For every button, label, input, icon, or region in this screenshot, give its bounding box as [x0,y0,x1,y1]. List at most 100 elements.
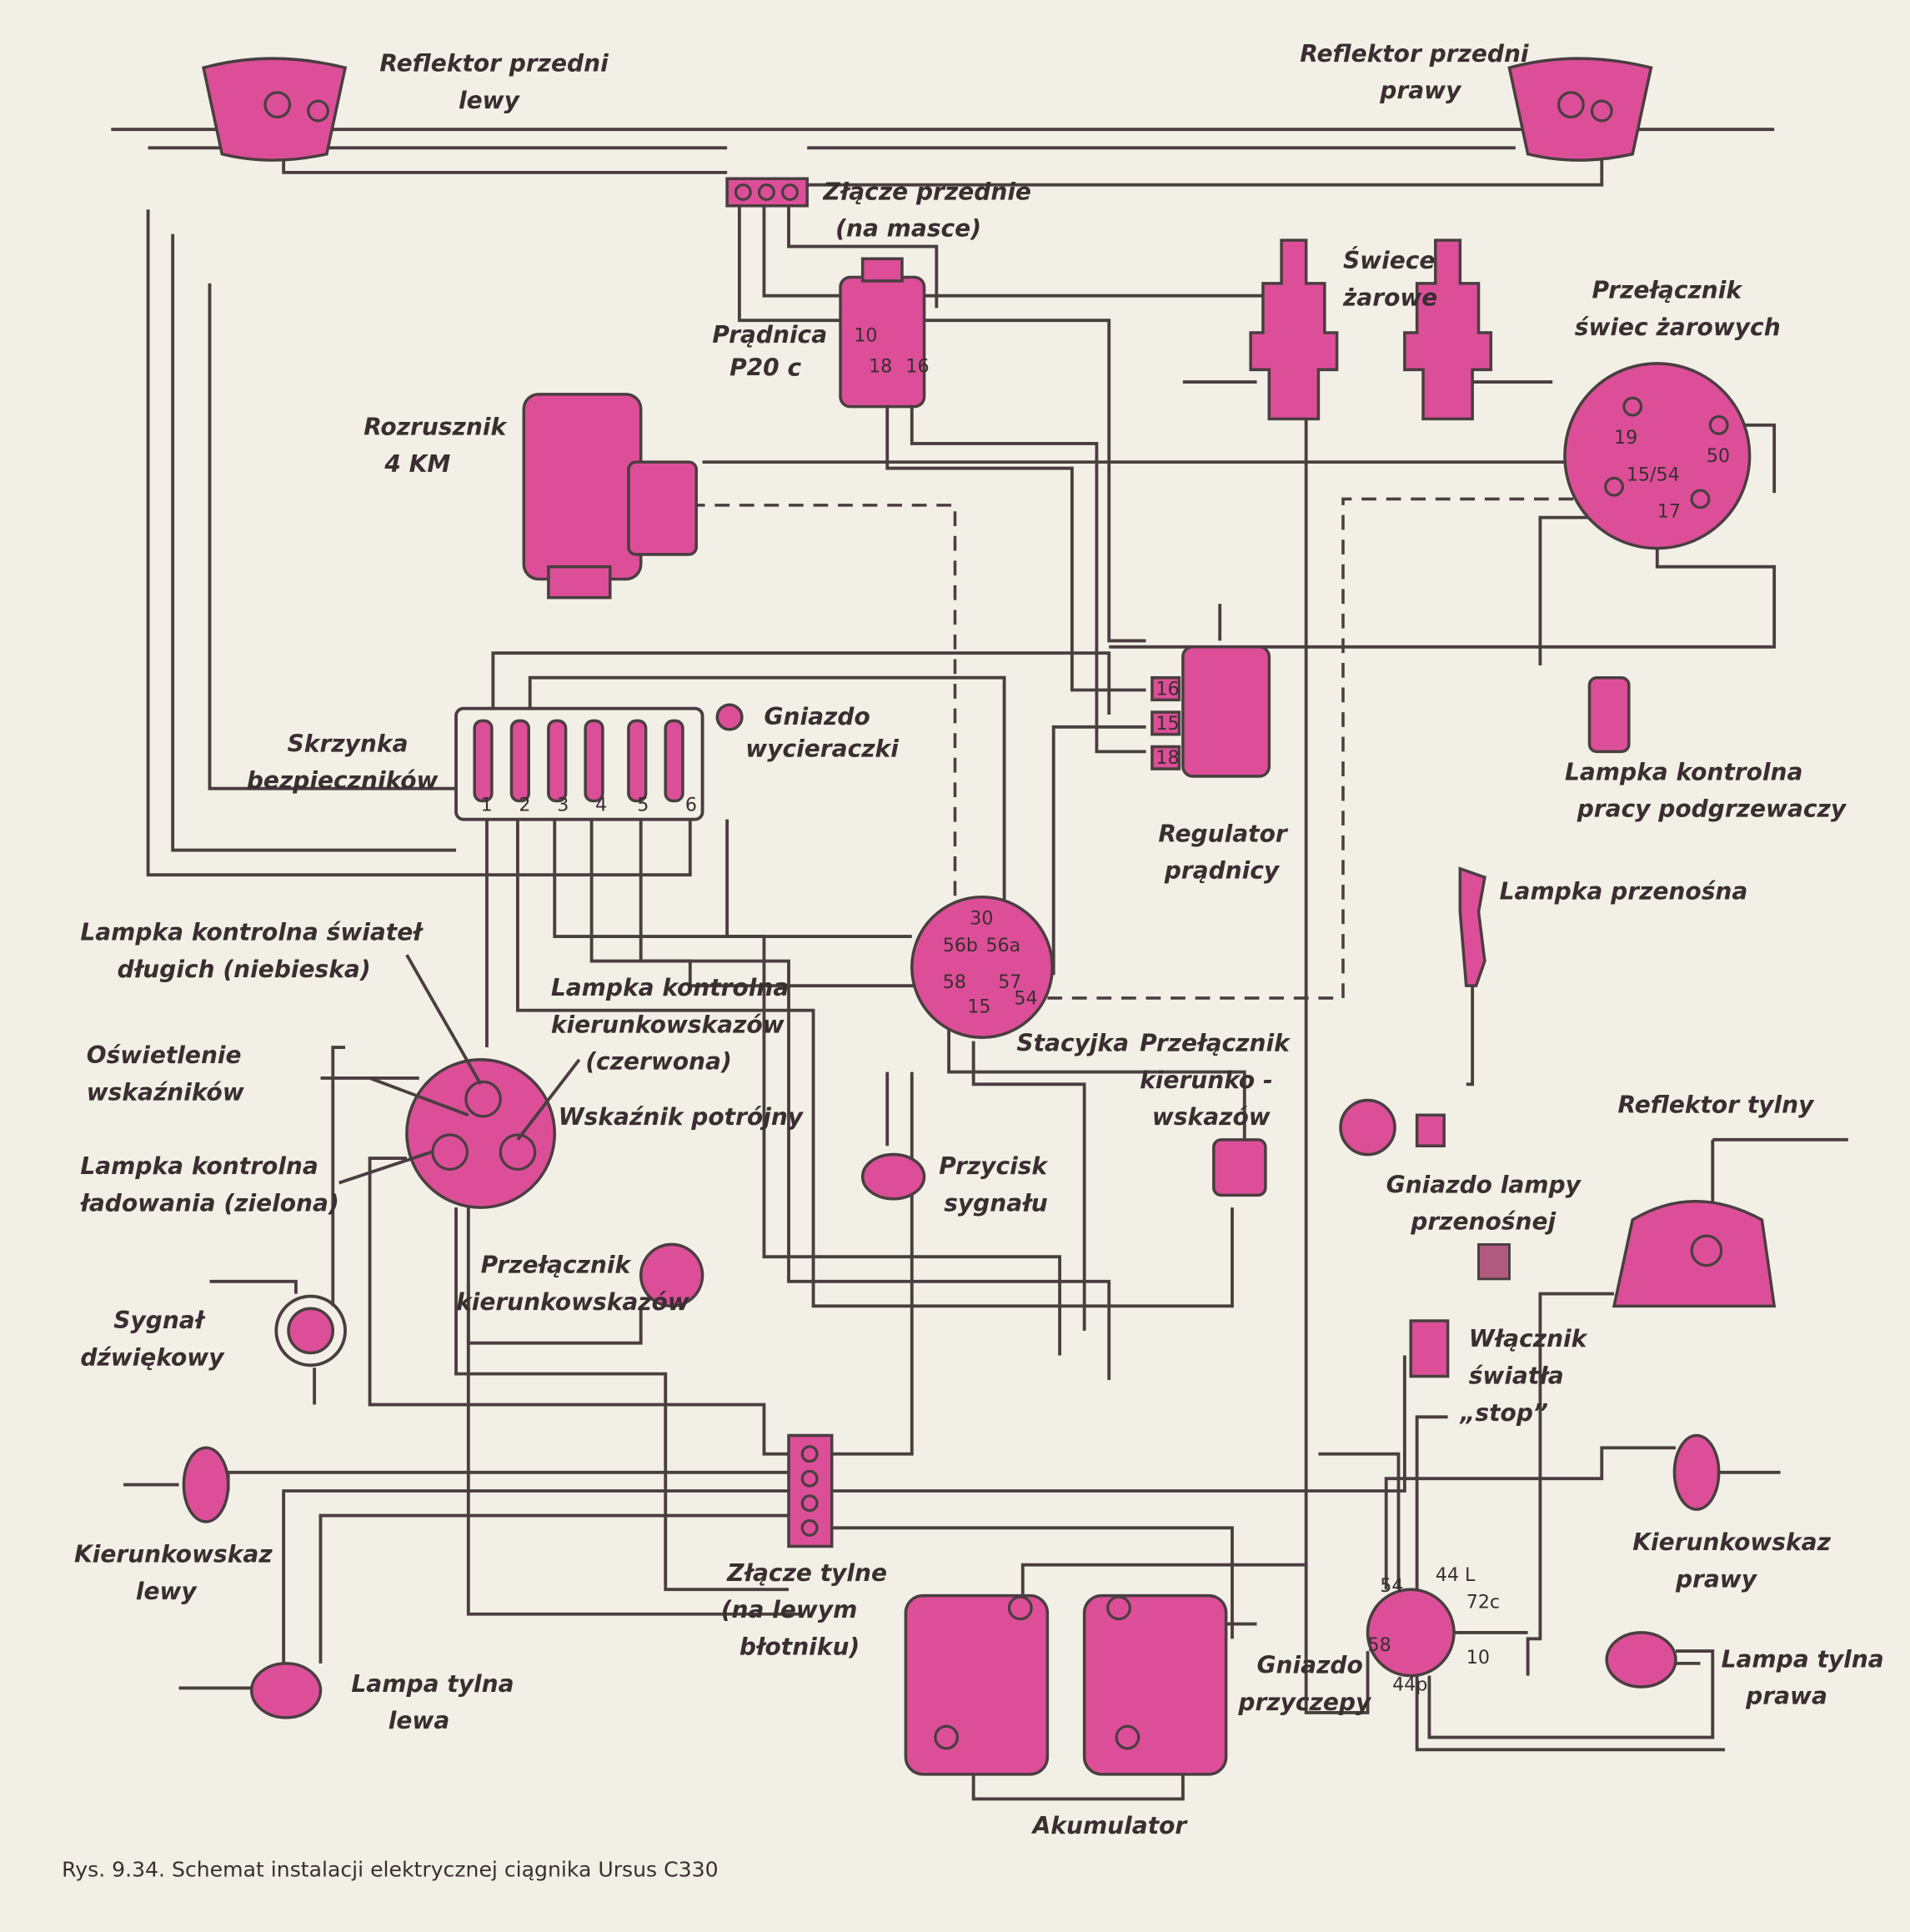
front-connector-label-1: Złącze przednie [822,178,1031,205]
ignition-label: Stacyjka [1016,1029,1129,1056]
trailer-socket: 54 44 L 72c 58 10 44p [1366,1564,1500,1695]
rear-headlight-label: Reflektor tylny [1617,1091,1815,1118]
portable-socket-label-2: przenośnej [1410,1208,1556,1236]
glow-plug-switch: 19 50 15/54 17 [1563,362,1752,550]
terminal-44l: 44 L [1436,1564,1476,1586]
high-beam-lamp-label-1: Lampka kontrolna świateł [80,918,424,946]
terminal-57: 57 [998,971,1021,993]
indicator-lamp-label-1: Lampka kontrolna [551,974,790,1001]
glow-switch-label-2: świec żarowych [1575,314,1781,341]
figure-caption: Rys. 9.34. Schemat instalacji elektryczn… [62,1858,718,1882]
brake-pedal [1477,1242,1511,1281]
terminal-15: 15 [1156,713,1179,735]
triple-gauge-label: Wskaźnik potrójny [559,1103,805,1131]
trailer-socket-label-1: Gniazdo [1257,1652,1363,1679]
portable-lamp-label: Lampka przenośna [1500,878,1748,906]
terminal-54: 54 [1014,987,1037,1009]
tail-left-label-2: lewa [389,1707,450,1734]
fuse-box-label-1: Skrzynka [288,730,409,757]
terminal-16: 16 [1156,678,1179,700]
tail-right-label-1: Lampa tylna [1722,1645,1884,1673]
generator-label-2: P20 c [729,354,801,382]
turn-left-label-1: Kierunkowskaz [74,1541,273,1568]
heater-lamp-label-1: Lampka kontrolna [1565,758,1803,785]
fuse-2: 2 [519,794,530,815]
terminal-16: 16 [905,355,929,377]
heater-lamp-label-2: pracy podgrzewaczy [1577,795,1847,823]
indicator-switch-label-1: Przełącznik [481,1251,633,1278]
batteries [904,1593,1228,1776]
generator-label-1: Prądnica [712,321,827,349]
wiper-socket-label-1: Gniazdo [764,703,870,730]
terminal-10: 10 [854,324,877,346]
fuse-box: 1 2 3 4 5 6 [454,706,704,821]
horn-label-1: Sygnał [113,1307,206,1334]
charge-lamp-label-2: ładowania (zielona) [79,1190,338,1217]
fuse-6: 6 [685,794,697,815]
fuse-box-label-2: bezpieczników [247,767,439,795]
fuse-4: 4 [595,794,607,815]
terminal-56a: 56a [985,935,1020,956]
portable-lamp-plug [1415,1113,1446,1148]
terminal-58: 58 [943,971,966,993]
battery-label: Akumulator [1031,1812,1189,1839]
terminal-54: 54 [1380,1575,1403,1597]
stop-light-switch [1409,1319,1450,1378]
starter-label-1: Rozrusznik [363,414,508,441]
rear-connector-label-2: (na lewym [721,1596,858,1623]
regulator-label-2: prądnicy [1164,857,1281,885]
glow-switch-label-1: Przełącznik [1592,277,1743,304]
headlight-left-label-2: lewy [459,87,521,114]
terminal-17: 17 [1657,501,1681,523]
indicator-lamp-label-2: kierunkowskazów [551,1011,785,1038]
fuse-1: 1 [481,794,493,815]
turn-signal-left [182,1446,230,1523]
regulator-label-1: Regulator [1158,820,1289,847]
stop-switch-label-2: światła [1469,1362,1564,1389]
glow-plugs-label-1: Świece [1343,246,1435,274]
terminal-15-54: 15/54 [1627,464,1680,485]
horn-button-label-1: Przycisk [939,1152,1049,1180]
heater-control-lamp [1587,675,1631,754]
fuse-3: 3 [557,794,569,815]
portable-lamp-socket [1339,1098,1396,1157]
terminal-44p: 44p [1392,1674,1427,1695]
horn-label-2: dźwiękowy [80,1343,225,1371]
headlight-left-label-1: Reflektor przedni [379,50,609,78]
terminal-30: 30 [970,907,993,929]
horn [274,1294,347,1367]
turn-right-label-1: Kierunkowskaz [1632,1528,1831,1556]
trailer-socket-label-2: przyczepy [1237,1689,1372,1716]
generator: 10 18 16 [839,257,930,409]
rear-connector-label-3: błotniku) [739,1633,860,1661]
front-connector [725,177,809,208]
tail-lamp-right [1605,1631,1677,1689]
triple-gauge [405,1058,557,1209]
headlight-left [202,57,348,162]
terminal-15: 15 [967,996,990,1018]
terminal-19: 19 [1614,427,1637,449]
terminal-18: 18 [1156,747,1179,769]
charge-lamp-label-1: Lampka kontrolna [80,1152,318,1180]
starter [522,393,698,600]
high-beam-lamp-label-2: długich (niebieska) [118,956,371,983]
wiper-socket-label-2: wycieraczki [745,735,899,762]
glow-plugs [1249,238,1493,421]
headlight-right-label-2: prawy [1379,77,1462,104]
headlight-right [1507,57,1653,162]
terminal-10: 10 [1466,1647,1490,1669]
indicator-switch-box-label-2: kierunko - [1140,1066,1272,1094]
indicator-lamp-label-3: (czerwona) [585,1048,732,1076]
portable-lamp [1458,866,1486,987]
regulator: 16 15 18 [1151,645,1271,778]
fuse-5: 5 [637,794,649,815]
wiper-socket [715,703,744,731]
terminal-56b: 56b [943,935,978,956]
turn-left-label-2: lewy [136,1578,198,1605]
indicator-relay [1212,1138,1267,1197]
indicator-switch-box-label-3: wskazów [1152,1103,1271,1131]
horn-button [860,1152,926,1201]
front-connector-label-2: (na masce) [835,215,981,243]
glow-plugs-label-2: żarowe [1342,284,1437,311]
